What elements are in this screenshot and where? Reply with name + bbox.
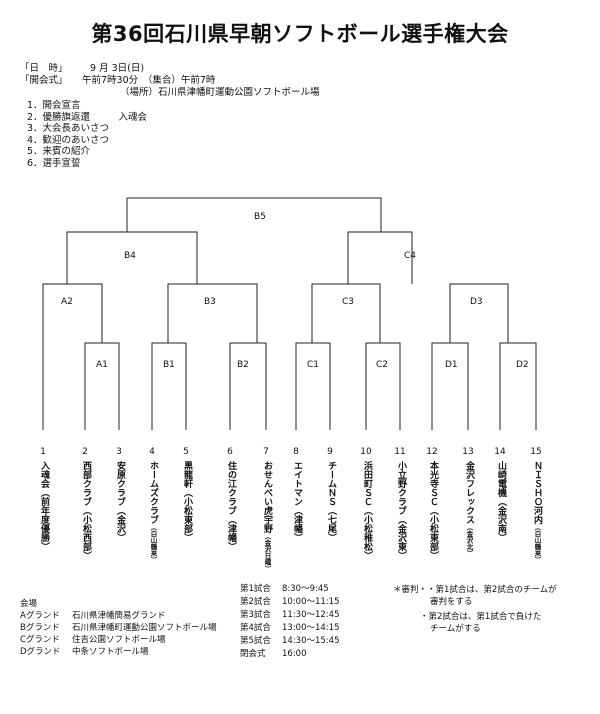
match-label: D2 (516, 360, 529, 370)
team-number: 15 (530, 447, 541, 457)
venue-place: 石川県津幡簡易グランド (72, 611, 166, 621)
match-label: C2 (376, 360, 388, 370)
team-number: 7 (263, 447, 269, 457)
team-name: 本光寺ＳＣ（小松東部） (428, 461, 438, 560)
match-label: A1 (96, 360, 108, 370)
team-name: 黒龍軒（小松東部） (182, 461, 192, 542)
match-label: D3 (470, 297, 483, 307)
opening-label: 「開会式」 (20, 75, 68, 86)
schedule-time: 16:00 (282, 649, 307, 659)
team-name: 浜田町ＳＣ（小松稚松） (362, 461, 372, 560)
note-line: 審判をする (430, 597, 473, 607)
team-name: 入魂会（前年度優勝） (39, 461, 49, 551)
team-number: 3 (116, 447, 122, 457)
schedule-time: 11:30〜12:45 (282, 610, 340, 620)
team-number: 4 (149, 447, 155, 457)
match-label: C1 (307, 360, 319, 370)
team-number: 8 (293, 447, 299, 457)
program-item: 5．来賓の紹介 (27, 146, 91, 157)
date-value: 9 月 3日(日) (90, 63, 145, 74)
match-label: B1 (163, 360, 175, 370)
schedule-time: 13:00〜14:15 (282, 623, 340, 633)
match-label: D1 (445, 360, 458, 370)
team-name: エイトマン（津幡） (292, 461, 302, 542)
date-label: 「日 時」 (20, 63, 68, 74)
team-name: ホームズクラブ（白山鶴来） (148, 461, 158, 563)
team-name: ＮＩＳＨＯ河内（白山鶴来） (532, 461, 542, 563)
match-label: B3 (204, 297, 216, 307)
team-name: チームＮＳ（七尾） (326, 461, 336, 542)
note-line: チームがする (430, 624, 481, 634)
team-number: 13 (462, 447, 473, 457)
bracket-lines (42, 197, 537, 430)
program-item: 3．大会長あいさつ (27, 123, 110, 134)
venue-label: Cグランド (20, 635, 60, 645)
match-label: A2 (61, 297, 73, 307)
note-line: ＊審判・・第1試合は、第2試合のチームが (393, 585, 557, 595)
note-line: ・第2試合は、第1試合で負けた (420, 612, 542, 622)
team-name: 小立野クラブ（金沢東） (396, 461, 406, 560)
team-name: 西部クラブ（小松西部） (81, 461, 91, 560)
schedule-label: 第4試合 (240, 623, 271, 633)
program-item: 6．選手宣誓 (27, 157, 81, 169)
match-label: C4 (404, 251, 416, 261)
team-number: 9 (327, 447, 333, 457)
team-number: 10 (360, 447, 372, 457)
team-name: 山崎電機（金沢南） (496, 461, 506, 542)
match-label: B2 (237, 360, 249, 370)
team-number: 2 (82, 447, 88, 457)
venue-label: Dグランド (20, 647, 61, 657)
schedule-label: 閉会式 (240, 649, 266, 659)
match-label: C3 (342, 297, 354, 307)
venue-place: 住吉公園ソフトボール場 (72, 635, 166, 645)
team-number: 12 (426, 447, 437, 457)
team-number: 5 (183, 447, 189, 457)
schedule-label: 第1試合 (240, 584, 271, 594)
place-value: （場所）石川県津幡町運動公園ソフトボール場 (120, 87, 320, 98)
schedule-label: 第2試合 (240, 597, 271, 607)
team-number: 11 (394, 447, 405, 457)
page-title: 第36回石川県早朝ソフトボール選手権大会 (91, 22, 509, 46)
team-name: 金沢フレックス（金沢北） (464, 461, 474, 557)
match-label: B4 (124, 251, 136, 261)
team-number: 6 (227, 447, 233, 457)
venue-heading: 会場 (20, 599, 38, 609)
program-item: 1．開会宣言 (27, 100, 81, 111)
venue-label: Aグランド (20, 611, 60, 621)
match-label: B5 (254, 212, 266, 222)
schedule-label: 第3試合 (240, 610, 271, 620)
venue-place: 石川県津幡町運動公園ソフトボール場 (72, 623, 217, 633)
program-item: 2．優勝旗返還 入魂会 (27, 111, 148, 123)
schedule-time: 10:00〜11:15 (282, 597, 340, 607)
venue-place: 中条ソフトボール場 (72, 647, 149, 657)
team-number: 1 (40, 447, 46, 457)
venue-label: Bグランド (20, 623, 60, 633)
team-numbers: 1 2 3 4 5 6 7 8 9 10 11 12 13 14 15 (40, 447, 542, 457)
schedule-time: 14:30〜15:45 (282, 636, 340, 646)
schedule-label: 第5試合 (240, 636, 271, 646)
match-labels: B5 B4 C4 A2 B3 C3 D3 A1 B1 B2 C1 C2 D1 D… (61, 212, 529, 370)
opening-value: 午前7時30分 （集合）午前7時 (82, 75, 216, 86)
team-number: 14 (494, 447, 506, 457)
schedule-time: 8:30〜9:45 (282, 584, 329, 594)
program-item: 4．歓迎のあいさつ (27, 134, 110, 146)
team-name: 住の江クラブ（津幡） (226, 461, 236, 551)
team-name: 安原クラブ（金沢） (115, 461, 125, 542)
team-name: おせんべい虎宇野（金沢日曜） (262, 461, 272, 572)
